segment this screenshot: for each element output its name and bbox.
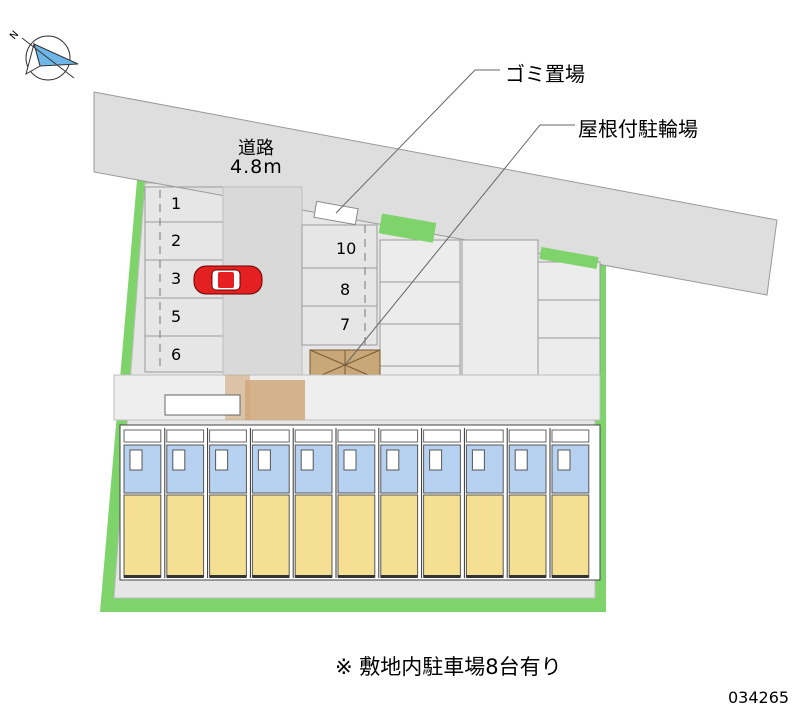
unit-room	[337, 494, 376, 578]
unit-bath	[129, 449, 143, 471]
unit-bath	[429, 449, 443, 471]
unit-bath	[557, 449, 571, 471]
unit-bath	[172, 449, 186, 471]
parking-space-8: 8	[340, 280, 351, 299]
unit-room	[508, 494, 547, 578]
unit-room	[123, 494, 162, 578]
entrance-stairs	[164, 394, 241, 416]
parking-space-2: 2	[171, 231, 182, 250]
unit-door	[508, 429, 547, 443]
unit-balcony	[124, 575, 161, 578]
unit-room	[294, 494, 333, 578]
unit-door	[380, 429, 419, 443]
unit-door	[551, 429, 590, 443]
unit-balcony	[380, 575, 418, 578]
callout-leader-bicycle	[344, 124, 541, 366]
unit-room	[465, 494, 504, 578]
car-icon	[193, 265, 263, 295]
apartment-building	[119, 424, 601, 581]
unit-balcony	[466, 575, 504, 578]
unit-bath	[514, 449, 528, 471]
unit-bath	[257, 449, 271, 471]
parking-space-3: 3	[171, 269, 182, 288]
unit-door	[465, 429, 504, 443]
unit-door	[423, 429, 461, 443]
parking-note: ※ 敷地内駐車場8台有り	[335, 655, 562, 679]
parking-space-10: 10	[336, 239, 357, 258]
unit-bath	[300, 449, 314, 471]
callout-garbage: ゴミ置場	[505, 62, 585, 86]
unit-bath	[343, 449, 357, 471]
unit-balcony	[552, 575, 589, 578]
road	[93, 91, 778, 296]
unit-balcony	[295, 575, 332, 578]
unit-door	[123, 429, 162, 443]
unit-bath	[386, 449, 400, 471]
callout-bicycle: 屋根付駐輪場	[578, 117, 698, 141]
parking-middle	[301, 224, 378, 346]
property-id: 034265	[728, 688, 790, 707]
parking-space-1: 1	[171, 194, 182, 213]
unit-balcony	[252, 575, 290, 578]
unit-balcony	[209, 575, 247, 578]
green-patch	[378, 213, 437, 243]
brick-path	[245, 380, 305, 420]
unit-balcony	[509, 575, 546, 578]
unit-room	[166, 494, 205, 578]
callout-leader-garbage	[335, 69, 476, 214]
parking-space-7: 7	[340, 315, 351, 334]
unit-room	[423, 494, 461, 578]
parking-space-6: 6	[171, 345, 182, 364]
road-width: 4.8m	[230, 156, 283, 178]
unit-door	[251, 429, 290, 443]
unit-bath	[215, 449, 229, 471]
road-name: 道路	[238, 138, 274, 159]
unit-room	[251, 494, 290, 578]
compass-icon	[21, 35, 79, 81]
unit-door	[337, 429, 376, 443]
unit-balcony	[423, 575, 461, 578]
unit-door	[294, 429, 333, 443]
unit-room	[209, 494, 247, 578]
unit-bath	[471, 449, 485, 471]
unit-room	[551, 494, 590, 578]
unit-balcony	[166, 575, 204, 578]
green-patch	[539, 247, 599, 269]
unit-door	[166, 429, 205, 443]
unit-room	[380, 494, 419, 578]
parking-space-5: 5	[171, 307, 182, 326]
unit-door	[209, 429, 247, 443]
unit-balcony	[338, 575, 375, 578]
